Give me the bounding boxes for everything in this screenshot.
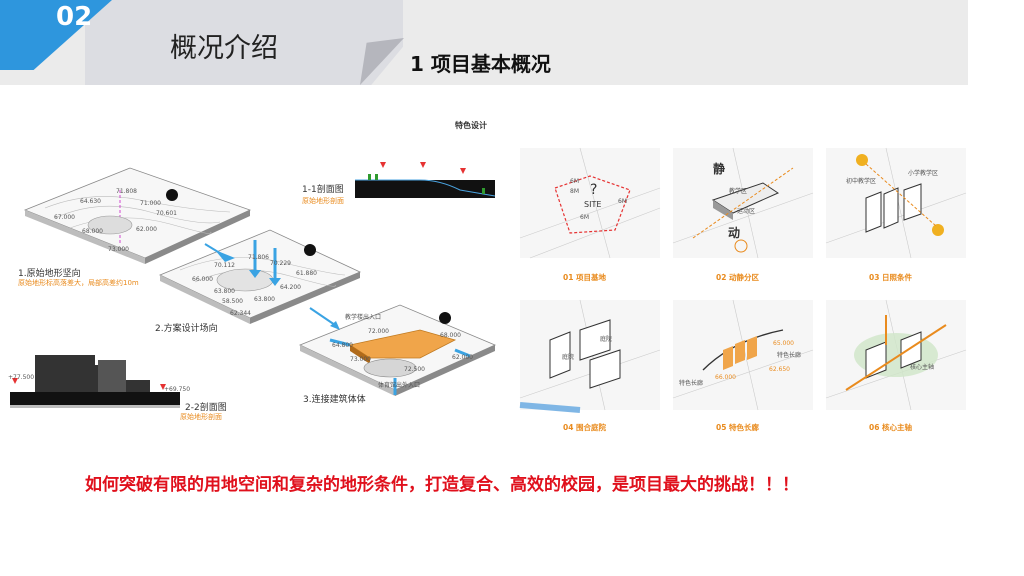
step-1-note: 原始地形标高落差大，局部高差约10m (18, 279, 139, 287)
section-1-1-drawing (355, 162, 496, 198)
title-tab (85, 0, 403, 85)
elev-2-7: 58.500 (222, 298, 243, 305)
elev-3-4: 62.000 (452, 354, 473, 361)
site-label-2: 6M (580, 214, 589, 221)
corridor-label-1: 特色长廊 (777, 352, 802, 359)
elev-2-3: 61.880 (296, 270, 317, 277)
elev-3-2: 68.000 (440, 332, 461, 339)
elev-1-4: 67.000 (54, 214, 75, 221)
courtyard-label-1: 庭院 (562, 354, 575, 361)
terrain-platform-2 (159, 229, 361, 324)
elev-1-3: 70.601 (156, 210, 177, 217)
corridor-label-2: 特色长廊 (679, 380, 704, 387)
section-1-1-note: 原始地形剖面 (302, 197, 344, 205)
step-1-title: 1.原始地形坚向 (18, 269, 81, 279)
corridor-elev-3: 66.000 (715, 374, 736, 381)
section-2-2-note: 原始地形剖面 (180, 413, 222, 421)
zone-quiet-label: 静 (713, 162, 726, 176)
elev-3-3: 73.000 (350, 356, 371, 363)
elev-2-6: 64.200 (280, 284, 301, 291)
elev-1-0: 64.630 (80, 198, 101, 205)
terrain-diagram (10, 162, 497, 408)
thumb-sunlight: 初中教学区 小学教学区 (825, 147, 967, 259)
site-label-0: 6M (570, 178, 579, 185)
zone-active-label: 动 (728, 226, 741, 240)
elev-2-4: 66.000 (192, 276, 213, 283)
elev-2-8: 63.800 (254, 296, 275, 303)
thumb-6-caption: 06 核心主轴 (869, 423, 913, 432)
thumb-4-caption: 04 围合庭院 (563, 423, 607, 432)
elev-3-5: 72.500 (404, 366, 425, 373)
terrain-platform-3 (299, 304, 497, 396)
site-question-mark: ? (590, 182, 598, 198)
elev-2-9: 62.344 (230, 310, 251, 317)
corridor-elev-1: 65.000 (773, 340, 794, 347)
elev-2-0: 71.806 (248, 254, 269, 261)
step-3-title: 3.连接建筑体体 (303, 395, 366, 405)
elev-3-1: 72.000 (368, 328, 389, 335)
elev-2-1: 70.112 (214, 262, 235, 269)
site-label-site: SITE (584, 200, 602, 209)
sun-label-junior: 初中教学区 (846, 178, 877, 185)
elev-2-2: 70.229 (270, 260, 291, 267)
sun-label-primary: 小学教学区 (908, 170, 939, 177)
section-height-left: +77.500 (8, 374, 35, 381)
section-height-right: +69.750 (164, 386, 191, 393)
elev-1-7: 73.000 (108, 246, 129, 253)
thumb-site: 6M 8M 6M 6M ? SITE (519, 147, 661, 259)
corridor-elev-2: 62.650 (769, 366, 790, 373)
section-2-2-drawing (10, 355, 180, 408)
elev-2-5: 63.800 (214, 288, 235, 295)
zone-sport-label: 运动区 (737, 208, 756, 215)
figure-title: 特色设计 (455, 121, 487, 130)
thumb-2-caption: 02 动静分区 (716, 273, 760, 282)
thumb-axis: 核心主轴 (825, 299, 967, 411)
thumb-corridor: 65.000 特色长廊 62.650 特色长廊 66.000 (672, 299, 814, 411)
thumb-3-caption: 03 日照条件 (869, 273, 913, 282)
step-2-title: 2.方案设计场向 (155, 324, 218, 334)
elev-3-0: 64.800 (332, 342, 353, 349)
thumb-courtyard: 庭院 庭院 (519, 299, 661, 413)
challenge-callout: 如何突破有限的用地空间和复杂的地形条件，打造复合、高效的校园，是项目最大的挑战！… (85, 475, 799, 495)
thumb-zoning: 静 动 教学区 运动区 (672, 147, 814, 259)
page-subtitle: 1 项目基本概况 (410, 52, 551, 76)
section-number: 02 (56, 2, 93, 32)
elev-1-5: 68.000 (82, 228, 103, 235)
courtyard-label-2: 庭院 (600, 336, 613, 343)
axis-label: 核心主轴 (910, 364, 935, 371)
entrance-bottom-label: 体育馆出外入口 (378, 382, 421, 389)
section-2-2-title: 2-2剖面图 (185, 403, 227, 413)
site-label-1: 8M (570, 188, 579, 195)
terrain-platform-1 (23, 167, 252, 264)
entrance-top-label: 教学楼出入口 (345, 314, 382, 321)
elev-1-1: 71.808 (116, 188, 137, 195)
site-label-3: 6M (618, 198, 627, 205)
section-1-1-title: 1-1剖面图 (302, 185, 344, 195)
thumb-5-caption: 05 特色长廊 (716, 423, 760, 432)
elev-1-2: 71.000 (140, 200, 161, 207)
page-title: 概况介绍 (170, 33, 278, 64)
elev-1-6: 62.000 (136, 226, 157, 233)
thumb-1-caption: 01 项目基地 (563, 273, 607, 282)
zone-teaching-label: 教学区 (729, 188, 748, 195)
